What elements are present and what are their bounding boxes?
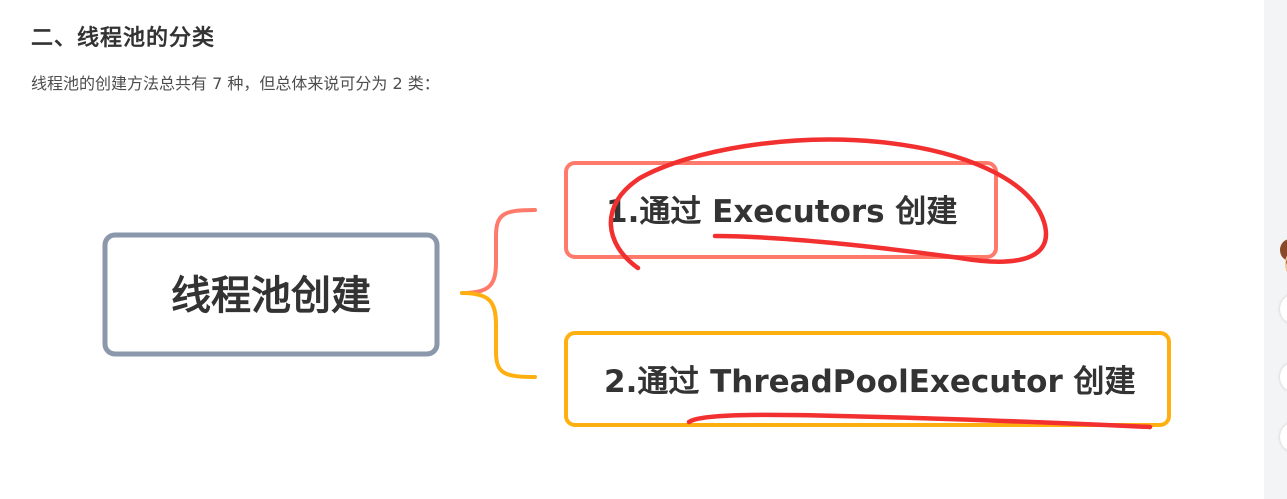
root-node-label: 线程池创建 — [171, 273, 371, 319]
annotation-circle — [608, 137, 1049, 271]
root-node-box — [102, 232, 440, 357]
sidebar-action-2[interactable] — [1280, 362, 1287, 392]
intro-paragraph: 线程池的创建方法总共有 7 种，但总体来说可分为 2 类： — [31, 74, 440, 93]
sidebar-action-1[interactable] — [1280, 294, 1287, 324]
annotation-underline — [686, 412, 1153, 430]
mascot-icon — [1280, 239, 1287, 273]
branch-2-label: 2.通过 ThreadPoolExecutor 创建 — [604, 364, 1136, 400]
connector-branch-2 — [460, 291, 537, 379]
section-heading: 二、线程池的分类 — [31, 26, 216, 51]
connector-branch-1 — [460, 208, 537, 295]
branch-1-label: 1.通过 Executors 创建 — [606, 194, 957, 230]
sidebar-action-3[interactable] — [1280, 422, 1287, 452]
branch-1-box — [564, 161, 998, 259]
branch-2-box — [564, 331, 1171, 427]
